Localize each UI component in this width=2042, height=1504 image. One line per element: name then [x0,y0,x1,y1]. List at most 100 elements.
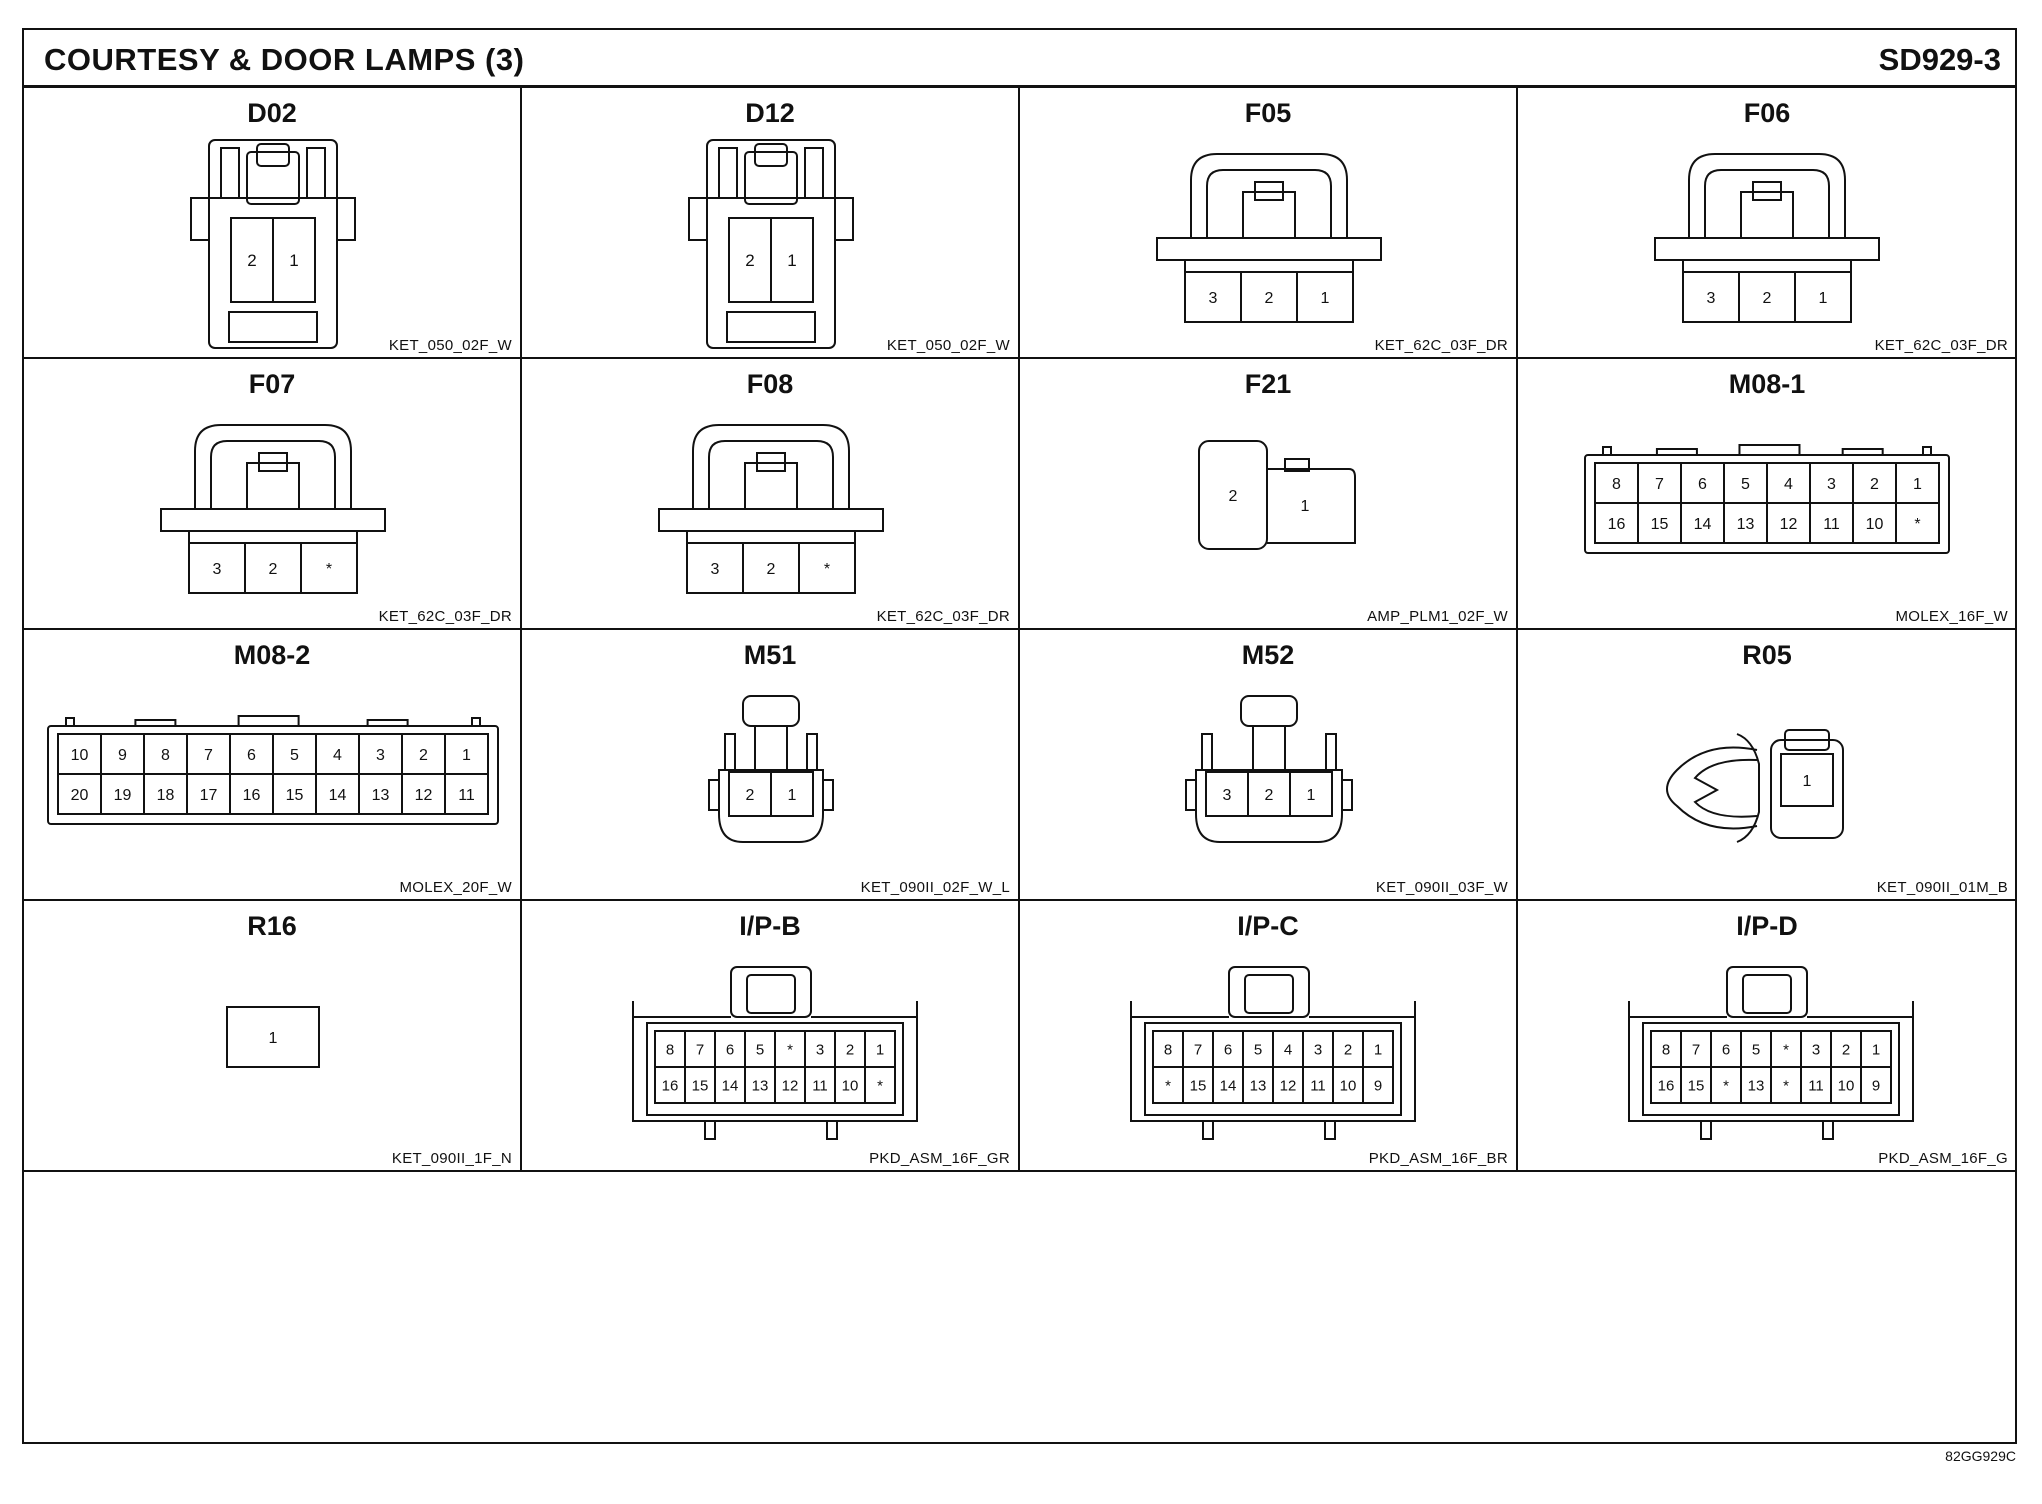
side-rail [804,147,824,198]
pin-number: 2 [1265,290,1274,307]
key [65,717,75,727]
pin-number: * [1783,1077,1789,1094]
pin-number: 7 [204,747,213,764]
pin-number: 13 [1748,1077,1765,1094]
connector-name: M52 [1241,640,1295,670]
pin-number: 2 [1870,476,1879,493]
connector-type: MOLEX_16F_W [1895,608,2008,625]
latch-arch [1688,153,1846,238]
connector-name: F06 [1743,98,1791,128]
connector-name: M51 [743,640,797,670]
pin-cell [143,733,188,775]
pin-number: 9 [1872,1077,1880,1094]
side-rail [724,733,736,770]
pin-cell [1272,1066,1304,1104]
pin-number: 2 [767,561,776,578]
pin-cell [1723,502,1768,544]
pin-number: 8 [666,1041,674,1058]
housing-walls [1130,1001,1416,1122]
connector-name: F21 [1244,369,1292,399]
pin-number: 10 [1866,516,1884,533]
latch-block [1740,191,1794,239]
pin-number: 2 [247,251,256,270]
skirt [228,311,318,343]
pin-cell [1242,1066,1274,1104]
latch-block [246,462,300,510]
connector-drawing: 21 [1198,440,1356,550]
pin-number: 3 [816,1041,824,1058]
latch-frame [1228,966,1310,1018]
pin-number: 1 [1803,773,1812,790]
pin-cell [57,733,102,775]
pin-number: 3 [711,561,720,578]
pin-cell [1650,1066,1682,1104]
connector-name: M08-2 [233,640,311,670]
pin-number: 1 [269,1030,278,1047]
foot [1324,1120,1336,1140]
pin-number: 2 [1344,1041,1352,1058]
pin-number: 6 [1224,1041,1232,1058]
latch-head [742,695,800,727]
pin-number: 10 [1340,1077,1357,1094]
pin-cell [804,1030,836,1068]
latch-head [1752,181,1782,201]
pin-cell [358,773,403,815]
pin-number: 19 [114,787,132,804]
latch-head [256,143,290,167]
foot [1822,1120,1834,1140]
connector-type: PKD_ASM_16F_GR [869,1150,1010,1167]
pin-number: 3 [213,561,222,578]
pin-cell [728,771,772,817]
flange [658,508,884,532]
key [1284,458,1310,472]
pin-number: * [326,561,332,578]
pin-cell [1723,462,1768,504]
pin-cell [770,217,814,303]
pin-number: 8 [161,747,170,764]
latch [1742,974,1792,1014]
pin-number: * [1914,516,1920,533]
connector-type: KET_62C_03F_DR [876,608,1010,625]
pin-number: 9 [1374,1077,1382,1094]
pin-cell [864,1066,896,1104]
pin-cell [1212,1030,1244,1068]
foot [826,1120,838,1140]
pin-number: 2 [745,251,754,270]
pin-cell [770,771,814,817]
key [1841,448,1884,456]
latch-head [754,143,788,167]
pin-number: 1 [788,787,797,804]
pin-number: * [877,1077,883,1094]
connector-name: I/P-C [1237,911,1299,941]
pin-number: 3 [1827,476,1836,493]
connector-name: D12 [745,98,795,128]
latch-arch-inner [708,440,834,509]
pin-number: 14 [1220,1077,1237,1094]
pin-number: 18 [157,787,175,804]
connector-name: D02 [247,98,297,128]
pin-number: 1 [1301,498,1310,515]
pin-number: 5 [1254,1041,1262,1058]
connector-type: KET_62C_03F_DR [378,608,512,625]
pin-cell [272,217,316,303]
pin-cell [1809,502,1854,544]
pin-cell [1860,1066,1892,1104]
pin-cell [804,1066,836,1104]
pin-number: 3 [376,747,385,764]
side-rail [306,147,326,198]
latch [746,974,796,1014]
pin-number: 13 [752,1077,769,1094]
pin-cell [834,1066,866,1104]
pin-number: 3 [1223,787,1232,804]
side-tab [834,197,854,241]
latch [744,151,798,205]
